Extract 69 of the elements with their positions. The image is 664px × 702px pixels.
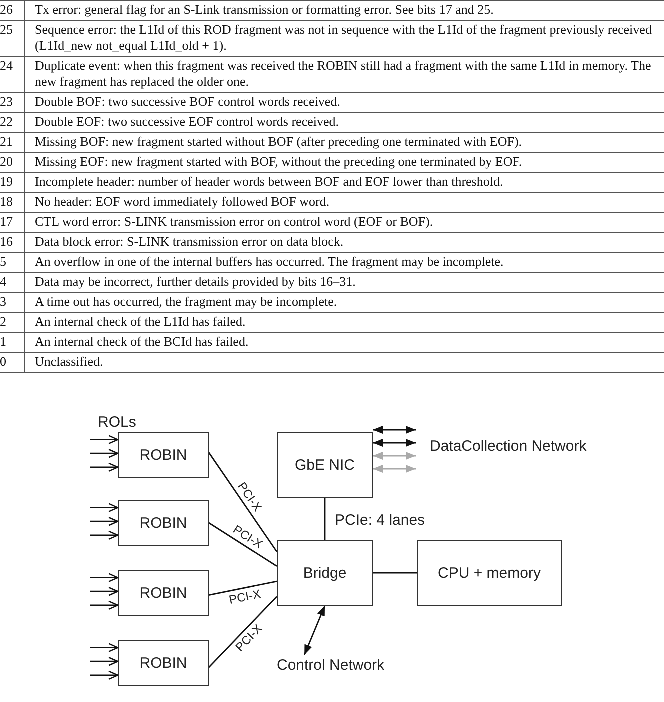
bit-description: Sequence error: the L1Id of this ROD fragment was not in sequence with the L1Id of the fragment previously received (L1Id_new not_equal L1Id_old + 1). bbox=[24, 20, 664, 56]
connector-line bbox=[324, 498, 326, 540]
bit-description: An internal check of the L1Id has failed. bbox=[24, 312, 664, 332]
bit-description: Incomplete header: number of header words between BOF and EOF lower than threshold. bbox=[24, 172, 664, 192]
arrow bbox=[90, 530, 119, 540]
arrow bbox=[90, 600, 119, 610]
arrow bbox=[90, 656, 119, 666]
bit-number: 22 bbox=[0, 112, 24, 132]
bit-description: Missing EOF: new fragment started with BOF, without the preceding one terminated by EOF. bbox=[24, 152, 664, 172]
bit-number: 19 bbox=[0, 172, 24, 192]
bit-number: 1 bbox=[0, 332, 24, 352]
connector-line bbox=[208, 522, 278, 567]
bit-description: A time out has occurred, the fragment may be incomplete. bbox=[24, 292, 664, 312]
arrow bbox=[304, 606, 326, 656]
arrow bbox=[373, 439, 416, 447]
bit-number: 26 bbox=[0, 0, 24, 20]
connector-line bbox=[208, 580, 278, 596]
bit-number: 5 bbox=[0, 252, 24, 272]
bit-number: 20 bbox=[0, 152, 24, 172]
arrow bbox=[90, 573, 119, 582]
arrow bbox=[90, 435, 119, 444]
bit-description: Data block error: S-LINK transmission error on data block. bbox=[24, 232, 664, 252]
arrow bbox=[373, 452, 416, 460]
bit-description: Data may be incorrect, further details provided by bits 16–31. bbox=[24, 272, 664, 292]
bit-description: Duplicate event: when this fragment was received the ROBIN still had a fragment with the same L1Id in memory. The new fragment has replaced the older one. bbox=[24, 56, 664, 92]
component-box: ROBIN bbox=[118, 500, 209, 546]
bit-description: No header: EOF word immediately followed BOF word. bbox=[24, 192, 664, 212]
bit-number: 18 bbox=[0, 192, 24, 212]
bit-number: 21 bbox=[0, 132, 24, 152]
arrow bbox=[90, 448, 119, 458]
arrow bbox=[90, 586, 119, 596]
bit-description: Unclassified. bbox=[24, 352, 664, 372]
bit-number: 16 bbox=[0, 232, 24, 252]
bit-number: 24 bbox=[0, 56, 24, 92]
arrow bbox=[90, 643, 119, 652]
bit-description: Missing BOF: new fragment started without BOF (after preceding one terminated with EOF). bbox=[24, 132, 664, 152]
bit-description: An overflow in one of the internal buffers has occurred. The fragment may be incomplete. bbox=[24, 252, 664, 272]
network-label: Control Network bbox=[277, 655, 397, 675]
component-box: GbE NIC bbox=[277, 432, 373, 498]
bit-number: 17 bbox=[0, 212, 24, 232]
arrow bbox=[90, 516, 119, 526]
connector-line bbox=[208, 596, 278, 668]
component-box: ROBIN bbox=[118, 432, 209, 478]
component-box: Bridge bbox=[277, 540, 373, 606]
component-box: CPU + memory bbox=[417, 540, 562, 606]
bit-number: 23 bbox=[0, 92, 24, 112]
bit-number: 0 bbox=[0, 352, 24, 372]
component-box: ROBIN bbox=[118, 570, 209, 616]
arrow bbox=[90, 670, 119, 680]
arrow bbox=[373, 465, 416, 473]
bit-number: 3 bbox=[0, 292, 24, 312]
arrow bbox=[90, 462, 119, 472]
inputs-label: ROLs bbox=[98, 414, 136, 431]
bit-description: Double BOF: two successive BOF control words received. bbox=[24, 92, 664, 112]
arrow bbox=[90, 503, 119, 512]
bit-number: 4 bbox=[0, 272, 24, 292]
edge-label: PCIe: 4 lanes bbox=[335, 512, 426, 529]
bit-number: 2 bbox=[0, 312, 24, 332]
bit-description: Tx error: general flag for an S-Link transmission or formatting error. See bits 17 and 25. bbox=[24, 0, 664, 20]
edge-label: PCI-X bbox=[228, 587, 262, 608]
bit-description: CTL word error: S-LINK transmission error on control word (EOF or BOF). bbox=[24, 212, 664, 232]
bit-number: 25 bbox=[0, 20, 24, 56]
connector-line bbox=[208, 452, 278, 552]
component-box: ROBIN bbox=[118, 640, 209, 686]
bit-description: An internal check of the BCId has failed. bbox=[24, 332, 664, 352]
network-label: DataCollection Network bbox=[416, 436, 616, 456]
bit-description: Double EOF: two successive EOF control words received. bbox=[24, 112, 664, 132]
connector-line bbox=[373, 572, 417, 574]
arrow bbox=[373, 426, 416, 434]
